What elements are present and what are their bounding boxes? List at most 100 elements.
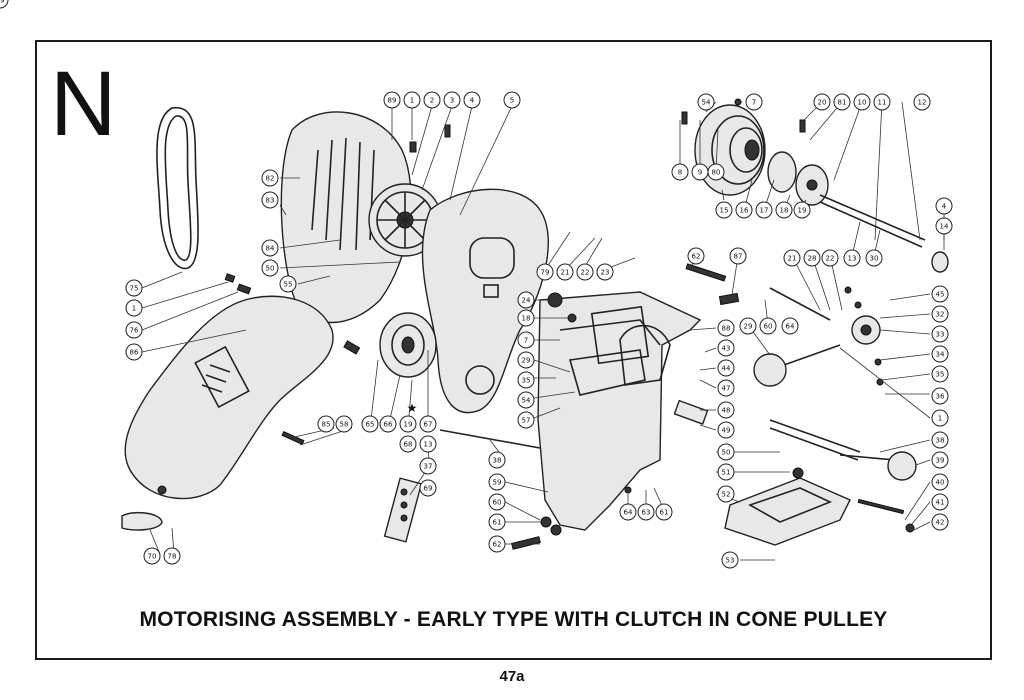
callout-circle	[125, 343, 143, 361]
callout-circle	[419, 415, 437, 433]
guard-lever	[121, 511, 163, 531]
callout-number: 18	[780, 207, 789, 215]
callout-circle	[403, 91, 421, 109]
callout-circle	[783, 249, 801, 267]
part-callout: 37	[419, 457, 437, 475]
callout-number: 81	[838, 99, 847, 107]
part-callout: 78	[163, 547, 181, 565]
part-callout: 14	[935, 217, 953, 235]
part-callout: 84	[261, 239, 279, 257]
tension-lever	[769, 287, 831, 321]
drive-belt	[156, 107, 199, 270]
callout-number: 54	[702, 99, 711, 107]
part-callout: 57	[517, 411, 535, 429]
callout-circle	[503, 91, 521, 109]
part-callout: 43	[717, 339, 735, 357]
part-callout: 47	[717, 379, 735, 397]
part-callout: 24	[517, 291, 535, 309]
callout-circle	[261, 239, 279, 257]
callout-number: 62	[493, 541, 502, 549]
figure-caption: MOTORISING ASSEMBLY - EARLY TYPE WITH CL…	[139, 608, 888, 631]
callout-circle	[721, 551, 739, 569]
part-callout: 81	[833, 93, 851, 111]
callout-number: 43	[722, 345, 731, 353]
callout-number: 33	[936, 331, 945, 339]
callout-number: 53	[726, 557, 735, 565]
callout-number: 64	[786, 323, 795, 331]
callout-number: 89	[388, 97, 397, 105]
part-callout: 41	[931, 493, 949, 511]
callout-circle	[517, 309, 535, 327]
callout-number: 29	[744, 323, 753, 331]
callout-number: 60	[493, 499, 502, 507]
callout-circle	[931, 305, 949, 323]
callout-circle	[443, 91, 461, 109]
callout-circle	[419, 435, 437, 453]
part-callout: 30	[865, 249, 883, 267]
callout-number: 61	[660, 509, 669, 517]
callout-number: 9	[698, 169, 702, 177]
part-callout: 38	[931, 431, 949, 449]
callout-circle	[517, 411, 535, 429]
callout-circle	[517, 391, 535, 409]
callout-circle	[556, 263, 574, 281]
callout-circle	[488, 535, 506, 553]
callout-circle	[419, 479, 437, 497]
callout-number: 86	[130, 349, 139, 357]
part-callout: 39	[931, 451, 949, 469]
callout-number: 38	[493, 457, 502, 465]
callout-circle	[596, 263, 614, 281]
callout-circle	[931, 345, 949, 363]
part-callout: 45	[931, 285, 949, 303]
part-callout: 13	[843, 249, 861, 267]
callout-number: 75	[130, 285, 139, 293]
callout-number: 76	[130, 327, 139, 335]
part-callout: 17	[755, 201, 773, 219]
callout-number: 82	[266, 175, 275, 183]
callout-number: 19	[404, 421, 413, 429]
callout-circle	[745, 93, 763, 111]
part-callout: 2	[423, 91, 441, 109]
part-callout: 51	[717, 463, 735, 481]
switch-plate	[383, 477, 423, 543]
callout-circle	[0, 0, 9, 9]
callout-number: 67	[424, 421, 433, 429]
part-callout: 35	[517, 371, 535, 389]
part-callout: 48	[717, 401, 735, 419]
part-callout: 19	[793, 201, 811, 219]
figure-frame	[35, 40, 992, 660]
part-callout: 66	[379, 415, 397, 433]
part-callout: 12	[913, 93, 931, 111]
callout-number: 63	[642, 509, 651, 517]
clutch-pulley	[379, 312, 437, 378]
part-callout: 85	[317, 415, 335, 433]
callout-number: 45	[936, 291, 945, 299]
callout-circle	[279, 275, 297, 293]
callout-circle	[913, 93, 931, 111]
callout-number: 32	[936, 311, 945, 319]
callout-circle	[707, 163, 725, 181]
part-callout: 16	[735, 201, 753, 219]
part-callout: 18	[775, 201, 793, 219]
callout-number: 83	[266, 197, 275, 205]
callout-number: 62	[692, 253, 701, 261]
part-callout: 1	[931, 409, 949, 427]
part-callout: 80	[707, 163, 725, 181]
callout-circle	[931, 431, 949, 449]
callout-circle	[619, 503, 637, 521]
part-callout: 75	[125, 279, 143, 297]
callout-circle	[261, 169, 279, 187]
part-callout: 68	[399, 435, 417, 453]
belt-guard-plate	[280, 111, 412, 324]
part-callout: 67	[419, 415, 437, 433]
callout-circle	[717, 359, 735, 377]
callout-number: 42	[936, 519, 945, 527]
part-callout: 13	[419, 435, 437, 453]
part-callout: 59	[488, 473, 506, 491]
callout-number: 50	[722, 449, 731, 457]
part-callout: 29	[517, 351, 535, 369]
callout-number: 47	[722, 385, 731, 393]
callout-circle	[536, 263, 554, 281]
part-callout: 64	[619, 503, 637, 521]
